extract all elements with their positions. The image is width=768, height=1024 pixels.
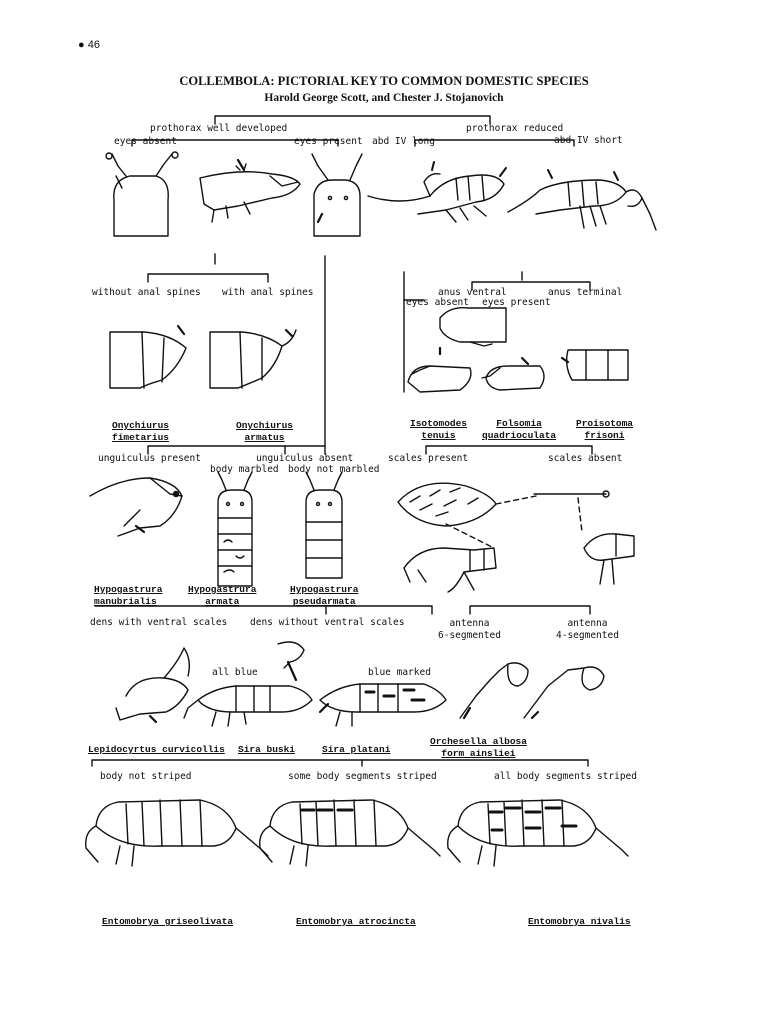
antenna-4-drawing (523, 666, 605, 720)
folsomia-head-drawing (481, 356, 545, 391)
species-lepidocyrtus-curvicollis: Lepidocyrtus curvicollis (88, 744, 225, 755)
label-all-blue: all blue (212, 667, 258, 678)
label-scales-present: scales present (388, 453, 469, 464)
orchesella-antenna-6-drawing (459, 662, 529, 720)
sira-buski-drawing (183, 641, 313, 727)
label-unguiculus-absent: unguiculus absent (256, 453, 354, 464)
label-body-marbled: body marbled (210, 464, 279, 475)
label-abd-iv-short: abd IV short (554, 135, 623, 146)
entomobrya-nivalis-drawing (447, 799, 629, 867)
label-scales-absent: scales absent (548, 453, 623, 464)
abdomen-without-spines-drawing (109, 324, 187, 389)
lepidocyrtus-drawing (115, 647, 191, 724)
head-eyes-absent-drawing (105, 151, 179, 237)
label-abd-iv-long: abd IV long (372, 136, 435, 147)
bracket-row5 (91, 759, 589, 767)
label-with-anal-spines: with anal spines (222, 287, 314, 298)
entomobrya-griseolivata-drawing (85, 799, 269, 867)
furca-unguiculus-drawing (89, 477, 183, 537)
dens-scales-drawing (403, 495, 537, 593)
label-blue-marked: blue marked (368, 667, 431, 678)
label-body-not-striped: body not striped (100, 771, 192, 782)
proisotoma-abdomen-drawing (560, 349, 629, 381)
species-sira-buski: Sira buski (238, 744, 296, 755)
label-body-not-marbled: body not marbled (288, 464, 380, 475)
label-anus-ventral: anus ventral (438, 287, 507, 298)
entomobrya-atrocincta-drawing (259, 799, 441, 867)
page-title: COLLEMBOLA: PICTORIAL KEY TO COMMON DOME… (179, 74, 589, 88)
bracket-row1 (131, 115, 575, 147)
page-number-value: 46 (87, 39, 100, 51)
label-without-anal-spines: without anal spines (92, 287, 201, 298)
label-some-segments-striped: some body segments striped (288, 771, 437, 782)
species-sira-platani: Sira platani (322, 744, 391, 755)
scale-drawing (397, 482, 497, 527)
isotomodes-head-drawing (407, 307, 507, 393)
scales-absent-drawing (533, 490, 635, 585)
bracket-row3 (147, 445, 593, 455)
hypogastrura-armata-drawing (217, 471, 253, 587)
label-prothorax-well-developed: prothorax well developed (150, 123, 288, 134)
label-eyes-absent-2: eyes absent (406, 297, 469, 308)
label-unguiculus-present: unguiculus present (98, 453, 201, 464)
springtail-abd-long-drawing (367, 161, 507, 223)
hypogastrura-pseudarmata-drawing (305, 471, 343, 579)
label-prothorax-reduced: prothorax reduced (466, 123, 564, 134)
bracket-row4 (94, 605, 591, 615)
sira-platani-drawing (318, 683, 447, 727)
label-all-segments-striped: all body segments striped (494, 771, 637, 782)
label-eyes-present: eyes present (294, 136, 363, 147)
species-entomobrya-atrocincta: Entomobrya atrocincta (296, 916, 416, 927)
species-entomobrya-nivalis: Entomobrya nivalis (528, 916, 631, 927)
label-dens-with-ventral-scales: dens with ventral scales (90, 617, 228, 628)
label-anus-terminal: anus terminal (548, 287, 623, 298)
abdomen-with-spines-drawing (209, 328, 297, 389)
lateral-body-drawing (199, 158, 301, 223)
label-eyes-absent: eyes absent (114, 136, 177, 147)
label-dens-without-ventral-scales: dens without ventral scales (250, 617, 405, 628)
species-entomobrya-griseolivata: Entomobrya griseolivata (102, 916, 234, 927)
page-authors: Harold George Scott, and Chester J. Stoj… (264, 92, 504, 104)
label-eyes-present-2: eyes present (482, 297, 551, 308)
springtail-abd-short-drawing (507, 169, 657, 231)
page-number: ● 46 (78, 39, 100, 51)
bracket-row2 (147, 253, 591, 455)
head-eyes-present-drawing (311, 153, 363, 237)
